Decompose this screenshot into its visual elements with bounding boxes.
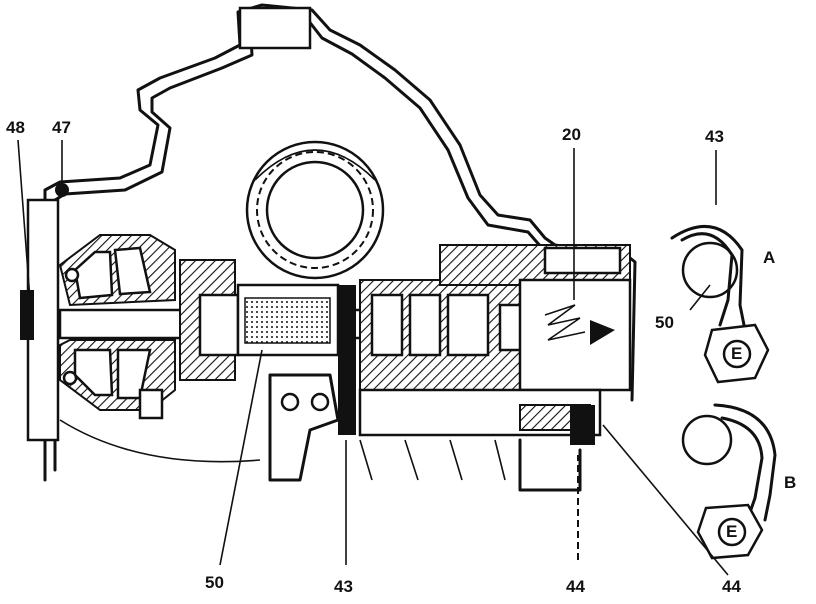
svg-text:E: E xyxy=(731,344,742,363)
label-20: 20 xyxy=(562,125,581,144)
label-44-left: 44 xyxy=(566,577,585,596)
label-48: 48 xyxy=(6,118,25,137)
nut-44 xyxy=(570,405,595,445)
label-a: A xyxy=(763,248,775,267)
tapered-roller-bearing-lower xyxy=(59,339,176,420)
label-50-detail: 50 xyxy=(655,313,674,332)
leader-lines xyxy=(17,139,729,576)
label-43: 43 xyxy=(334,577,353,596)
label-47: 47 xyxy=(52,118,71,137)
detail-view-a: E xyxy=(670,224,770,384)
svg-text:E: E xyxy=(726,522,737,541)
bearing-bore xyxy=(245,140,385,280)
end-cover xyxy=(20,183,69,442)
label-44-right: 44 xyxy=(722,577,741,596)
callout-labels: 48 47 20 43 A 50 B 50 43 44 44 xyxy=(6,118,796,596)
valve-body xyxy=(358,244,632,445)
label-b: B xyxy=(784,473,796,492)
thrust-plate-43 xyxy=(338,285,356,435)
lower-bracket xyxy=(59,373,582,492)
top-lug xyxy=(238,6,312,50)
label-43-detail: 43 xyxy=(705,127,724,146)
detail-view-b: E xyxy=(681,403,777,560)
plug-47 xyxy=(55,183,69,197)
label-50: 50 xyxy=(205,573,224,592)
tapered-roller-bearing-upper xyxy=(58,234,176,307)
housing-outline xyxy=(43,3,637,482)
